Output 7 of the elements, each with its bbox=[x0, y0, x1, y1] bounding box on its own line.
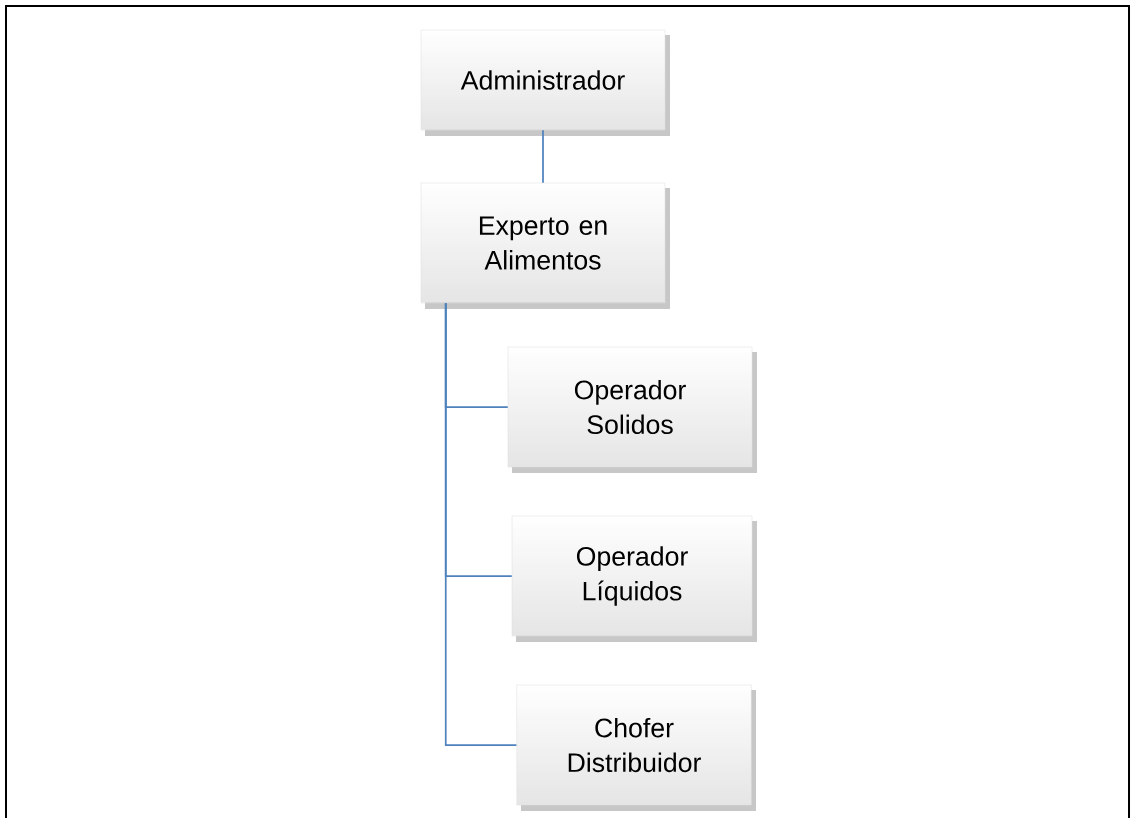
org-box: Operador Líquidos bbox=[511, 515, 757, 642]
org-box: Operador Solidos bbox=[507, 346, 757, 473]
connector-line bbox=[542, 129, 544, 184]
org-box: Administrador bbox=[420, 29, 670, 136]
org-box: Chofer Distribuidor bbox=[516, 684, 756, 811]
org-box: Experto en Alimentos bbox=[420, 182, 670, 309]
connector-line bbox=[444, 302, 518, 746]
